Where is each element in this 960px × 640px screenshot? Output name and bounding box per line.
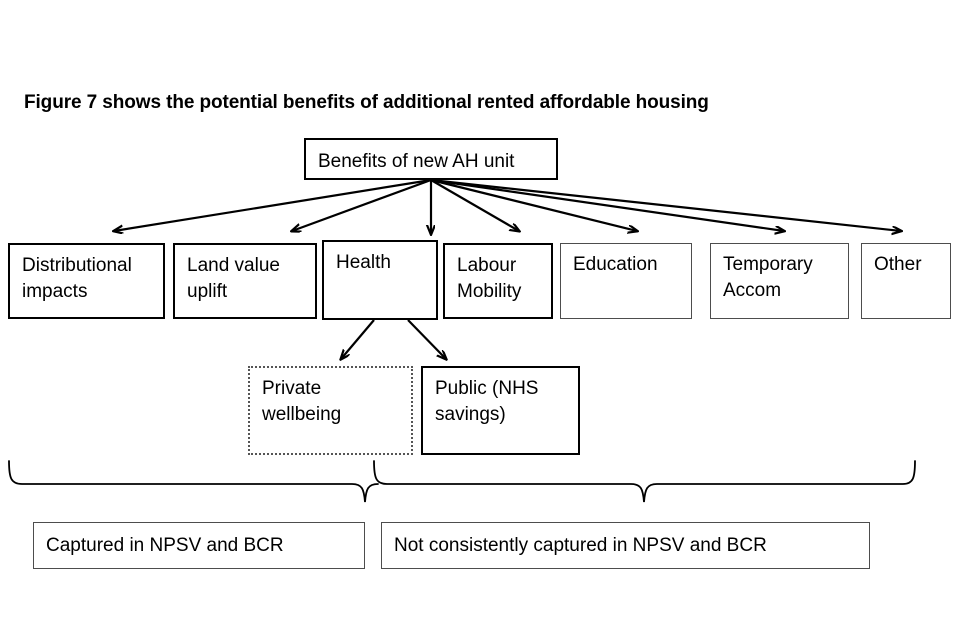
- node-land-value-uplift[interactable]: Land value uplift: [173, 243, 317, 319]
- node-label: Captured in NPSV and BCR: [46, 534, 284, 556]
- brace-captured: [8, 460, 379, 503]
- node-distributional-impacts[interactable]: Distributional impacts: [8, 243, 165, 319]
- health-branch-arrows: [341, 319, 446, 359]
- node-label: Benefits of new AH unit: [318, 151, 515, 172]
- node-label: Temporary Accom: [723, 254, 813, 301]
- node-other[interactable]: Other: [861, 243, 951, 319]
- node-label: Health: [336, 252, 391, 273]
- node-health[interactable]: Health: [322, 240, 438, 320]
- node-labour-mobility[interactable]: Labour Mobility: [443, 243, 553, 319]
- node-public-nhs-savings[interactable]: Public (NHS savings): [421, 366, 580, 455]
- node-captured-in-npsv-and-bcr[interactable]: Captured in NPSV and BCR: [33, 522, 365, 569]
- root-fan-arrows: [114, 178, 901, 234]
- node-not-consistently-captured-in-npsv-and-bcr[interactable]: Not consistently captured in NPSV and BC…: [381, 522, 870, 569]
- brace-not-captured: [373, 460, 916, 503]
- node-label: Land value uplift: [187, 255, 280, 302]
- node-label: Labour Mobility: [457, 255, 522, 302]
- node-label: Public (NHS savings): [435, 378, 539, 425]
- node-label: Not consistently captured in NPSV and BC…: [394, 534, 767, 556]
- node-label: Distributional impacts: [22, 255, 132, 302]
- node-benefits-of-new-ah-unit[interactable]: Benefits of new AH unit: [304, 138, 558, 180]
- node-label: Education: [573, 254, 658, 275]
- node-temporary-accom[interactable]: Temporary Accom: [710, 243, 849, 319]
- node-education[interactable]: Education: [560, 243, 692, 319]
- node-label: Other: [874, 254, 922, 275]
- figure-title: Figure 7 shows the potential benefits of…: [24, 92, 709, 113]
- node-label: Private wellbeing: [262, 378, 342, 425]
- node-private-wellbeing[interactable]: Private wellbeing: [248, 366, 413, 455]
